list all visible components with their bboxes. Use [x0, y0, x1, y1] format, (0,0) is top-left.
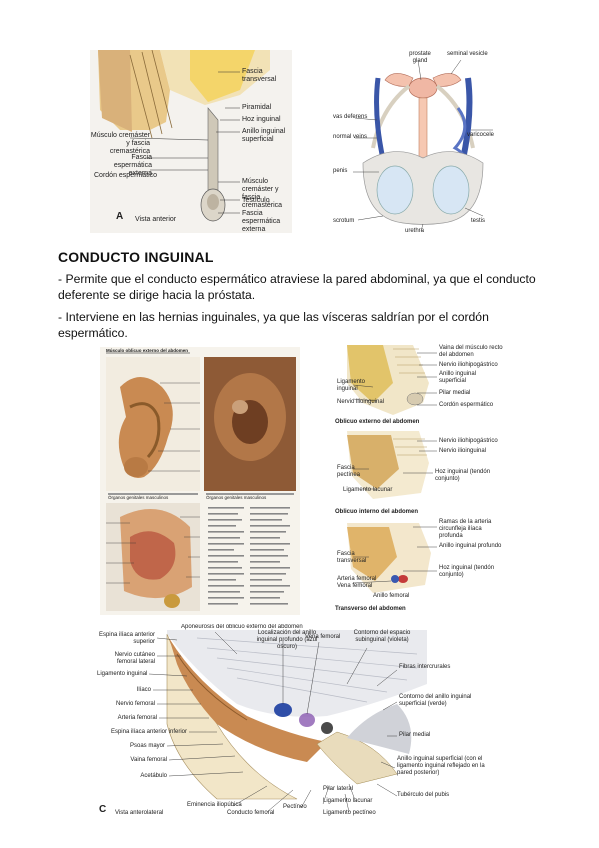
label-hoz-inguinal: Hoz inguinal [242, 116, 281, 123]
figure-inguinal-anterolateral: Espina ilíaca anterior superior Nervio c… [97, 624, 507, 819]
figure-abdominal-layers: Vaina del músculo recto del abdomen Nerv… [333, 343, 503, 615]
cremaster-illustration [90, 50, 292, 233]
layer3-label-vena-femoral: Vena femoral [337, 583, 373, 589]
label-anillo-inguinal-superficial: Anillo inguinal superficial (con el liga… [397, 756, 485, 776]
figure-atlas-page: Músculo oblicuo externo del abdomen Órga… [100, 347, 300, 615]
label-ligamento-lacunar: Ligamento lacunar [323, 798, 373, 804]
label-scrotum: scrotum [333, 218, 355, 224]
layer1-label-vaina-recto: Vaina del músculo recto del abdomen [439, 345, 503, 358]
section-heading: CONDUCTO INGUINAL [58, 249, 214, 265]
label-seminal-vesicle: seminal vesicle [447, 51, 488, 57]
label-vena-femoral: Vena femoral [305, 634, 341, 640]
label-prostate-gland: prostate gland [409, 51, 431, 64]
label-aponeurosis-oblicuo: Aponeurosis del oblicuo externo del abdo… [181, 624, 303, 630]
atlas-illustration [100, 347, 300, 615]
label-contorno-anillo-superficial: Contorno del anillo inguinal superficial… [399, 694, 472, 707]
label-normal-veins: normal veins [333, 134, 368, 140]
label-cordon-espermatico: Cordón espermático [94, 172, 158, 179]
label-psoas-mayor: Psoas mayor [129, 743, 165, 749]
label-fascia-espermatica-externa-right: Fascia espermática externa [242, 210, 281, 233]
figure-varicocele: prostate gland seminal vesicle vas defer… [333, 48, 501, 235]
label-contorno-subinguinal: Contorno del espacio subinguinal (violet… [353, 630, 411, 643]
layer1-caption: Oblicuo externo del abdomen [335, 419, 420, 425]
atlas-caption-left: Órganos genitales masculinos [108, 495, 169, 500]
layer2-label-iliohipogastrico: Nervio iliohipogástrico [439, 438, 498, 444]
layer3-label-hoz-inguinal: Hoz inguinal (tendón conjunto) [439, 565, 495, 578]
figure-a-view: Vista anterior [135, 216, 177, 223]
label-ligamento-pectineo: Ligamento pectíneo [323, 810, 376, 816]
label-anillo-inguinal-superficial: Anillo inguinal superficial [242, 128, 286, 143]
layer3-label-anillo-profundo: Anillo inguinal profundo [439, 543, 502, 549]
paragraph-1: - Permite que el conducto espermático at… [58, 272, 536, 302]
abdominal-layers-illustration [347, 345, 437, 593]
layer1-label-iliohipogastrico: Nervio iliohipogástrico [439, 362, 498, 368]
varicocele-illustration [353, 59, 493, 232]
layer1-label-pilar-medial: Pilar medial [439, 390, 471, 396]
label-vas-deferens: vas deferens [333, 114, 368, 120]
label-espina-iliaca-superior: Espina ilíaca anterior superior [98, 632, 155, 645]
label-acetabulo: Acetábulo [140, 773, 167, 779]
layer2-label-ligamento-lacunar: Ligamento lacunar [343, 487, 393, 493]
label-testis: testis [471, 218, 486, 224]
label-testiculo: Testículo [242, 197, 270, 204]
layer1-label-cordon: Cordón espermático [439, 402, 494, 408]
label-tuberculo-pubis: Tubérculo del pubis [397, 792, 450, 798]
label-arteria-femoral: Arteria femoral [117, 715, 157, 721]
layer3-label-arteria-femoral: Arteria femoral [337, 576, 377, 582]
label-penis: penis [333, 168, 348, 174]
label-espina-iliaca-inferior: Espina ilíaca anterior inferior [110, 729, 187, 735]
layer3-label-anillo-femoral: Anillo femoral [373, 593, 410, 599]
label-pilar-lateral: Pilar lateral [323, 786, 354, 792]
paragraph-2: - Interviene en las hernias inguinales, … [58, 310, 489, 340]
layer1-label-anillo-superficial: Anillo inguinal superficial [439, 371, 477, 384]
label-vaina-femoral: Vaina femoral [130, 757, 167, 763]
label-ligamento-inguinal: Ligamento inguinal [97, 671, 148, 677]
label-varicocele: varicocele [467, 132, 495, 138]
label-musculo-cremaster-right: Músculo cremáster y fascia cremastérica [242, 178, 283, 209]
label-eminencia-iliopubica: Eminencia iliopúbica [187, 802, 242, 808]
label-localizacion-anillo-profundo: Localización del anillo inguinal profund… [256, 630, 318, 650]
figure-letter-c: C [99, 804, 107, 815]
figure-cremaster-anterior: Fascia transversal Piramidal Hoz inguina… [90, 50, 292, 233]
layer2-label-fascia-pectinea: Fascia pectínea [337, 465, 361, 478]
label-pilar-medial: Pilar medial [399, 732, 431, 738]
label-pectineo: Pectíneo [283, 804, 307, 810]
layer3-caption: Transverso del abdomen [335, 606, 406, 612]
label-conducto-femoral: Conducto femoral [227, 810, 275, 816]
layer2-label-ilioinguinal: Nervio ilioinguinal [439, 448, 487, 454]
layer3-label-fascia-transversal: Fascia transversal [337, 551, 367, 564]
label-fascia-transversal: Fascia transversal [242, 68, 277, 83]
label-fibras-intercrurales: Fibras intercrurales [399, 664, 451, 670]
figure-e-view: Vista anterolateral [115, 810, 164, 816]
label-nervio-cutaneo-femoral: Nervio cutáneo femoral lateral [114, 652, 155, 665]
atlas-top-caption: Músculo oblicuo externo del abdomen [106, 348, 189, 353]
label-urethra: urethra [405, 228, 425, 234]
inguinal-anterolateral-illustration [148, 630, 427, 813]
label-fascia-espermatica-externa-left: Fascia espermática externa [113, 154, 152, 177]
layer1-label-ilioinguinal: Nervio ilioinguinal [337, 399, 385, 405]
atlas-caption-right: Órganos genitales masculinos [206, 495, 267, 500]
label-musculo-cremaster-left: Músculo cremáster y fascia cremastérica [90, 132, 150, 155]
layer1-label-ligamento-inguinal: Ligamento inguinal [337, 379, 366, 392]
layer2-label-hoz-inguinal: Hoz inguinal (tendón conjunto) [435, 469, 491, 482]
figure-letter-a: A [116, 211, 124, 222]
label-nervio-femoral: Nervio femoral [115, 701, 155, 707]
label-piramidal: Piramidal [242, 104, 272, 111]
layer2-caption: Oblicuo interno del abdomen [335, 509, 419, 515]
layer3-label-ramas-arteria: Ramas de la arteria circunfleja ilíaca p… [439, 519, 492, 539]
label-iliaco: Ilíaco [136, 687, 151, 693]
